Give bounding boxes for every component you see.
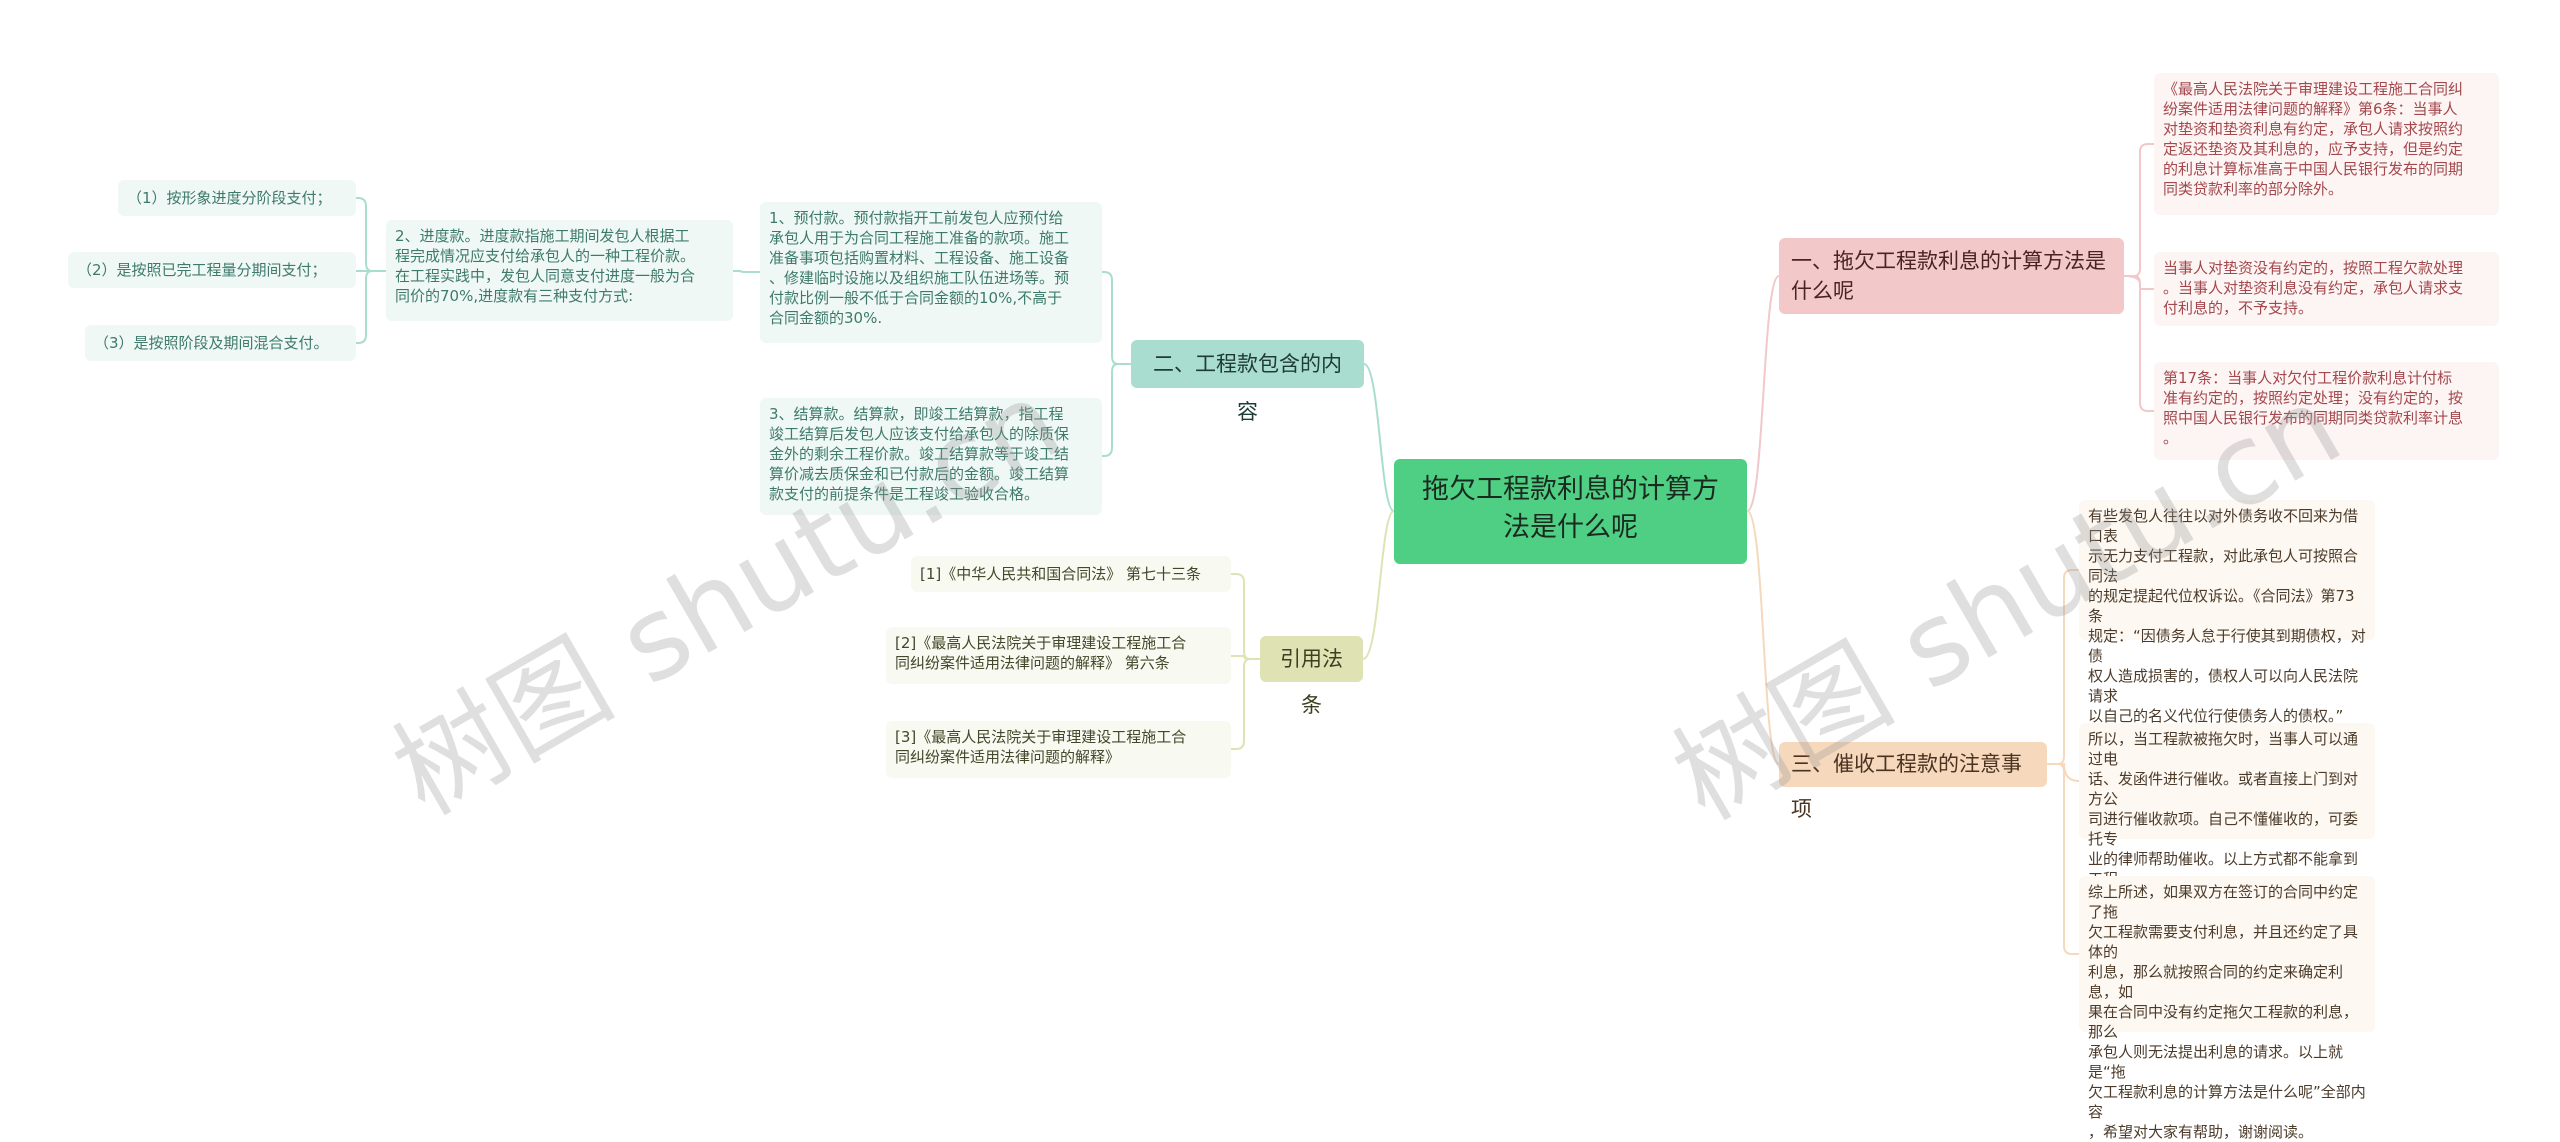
advance-payment-node[interactable]: 1、预付款。预付款指开工前发包人应预付给 承包人用于为合同工程施工准备的款项。施…	[760, 202, 1102, 343]
calc-item-1-text: 《最高人民法院关于审理建设工程施工合同纠 纷案件适用法律问题的解释》第6条：当事…	[2163, 80, 2464, 198]
connector-calc-1	[2124, 143, 2154, 277]
connector-content-advance	[1102, 271, 1131, 365]
law-item-2[interactable]: [2]《最高人民法院关于审理建设工程施工合 同纠纷案件适用法律问题的解释》 第六…	[886, 627, 1231, 684]
calc-item-2[interactable]: 当事人对垫资没有约定的，按照工程欠款处理 。当事人对垫资利息没有约定，承包人请求…	[2154, 252, 2499, 326]
connector-calc-3	[2133, 275, 2154, 412]
connector-law-1	[1231, 573, 1260, 660]
payment-method-2-text: （2）是按照已完工程量分期间支付；	[77, 261, 327, 279]
law-item-2-text: [2]《最高人民法院关于审理建设工程施工合 同纠纷案件适用法律问题的解释》 第六…	[895, 634, 1187, 672]
collect-item-2[interactable]: 所以，当工程款被拖欠时，当事人可以通过电 话、发函件进行催收。或者直接上门到对方…	[2079, 723, 2375, 988]
collect-item-1[interactable]: 有些发包人往往以对外债务收不回来为借口表 示无力支付工程款，对此承包人可按照合同…	[2079, 500, 2375, 725]
settlement-payment-node[interactable]: 3、结算款。结算款，即竣工结算款，指工程 竣工结算后发包人应该支付给承包人的除质…	[760, 398, 1102, 515]
payment-method-1[interactable]: （1）按形象进度分阶段支付；	[118, 180, 356, 216]
connector-collect-2	[2047, 763, 2080, 782]
collect-item-1-text: 有些发包人往往以对外债务收不回来为借口表 示无力支付工程款，对此承包人可按照合同…	[2088, 507, 2366, 725]
branch-calc[interactable]: 一、拖欠工程款利息的计算方法是 什么呢	[1779, 238, 2124, 314]
law-item-1-text: [1]《中华人民共和国合同法》 第七十三条	[920, 565, 1202, 583]
root-node[interactable]: 拖欠工程款利息的计算方 法是什么呢	[1394, 459, 1747, 564]
branch-content-label: 二、工程款包含的内容	[1153, 352, 1342, 424]
connector-root-collect	[1746, 510, 1780, 765]
connector-root-content	[1363, 363, 1395, 512]
connector-collect-1	[2047, 569, 2079, 765]
calc-item-2-text: 当事人对垫资没有约定的，按照工程欠款处理 。当事人对垫资利息没有约定，承包人请求…	[2163, 259, 2464, 317]
payment-method-1-text: （1）按形象进度分阶段支付；	[127, 189, 332, 207]
root-label: 拖欠工程款利息的计算方 法是什么呢	[1422, 474, 1719, 543]
connector-advance-progress	[733, 270, 760, 273]
advance-payment-text: 1、预付款。预付款指开工前发包人应预付给 承包人用于为合同工程施工准备的款项。施…	[769, 209, 1070, 327]
collect-item-3[interactable]: 综上所述，如果双方在签订的合同中约定了拖 欠工程款需要支付利息，并且还约定了具体…	[2079, 876, 2375, 1141]
calc-item-3-text: 第17条：当事人对欠付工程价款利息计付标 准有约定的，按照约定处理；没有约定的，…	[2163, 369, 2464, 447]
collect-item-3-text: 综上所述，如果双方在签订的合同中约定了拖 欠工程款需要支付利息，并且还约定了具体…	[2088, 883, 2366, 1141]
connector-content-settle	[1102, 363, 1119, 457]
settlement-payment-text: 3、结算款。结算款，即竣工结算款，指工程 竣工结算后发包人应该支付给承包人的除质…	[769, 405, 1070, 503]
calc-item-3[interactable]: 第17条：当事人对欠付工程价款利息计付标 准有约定的，按照约定处理；没有约定的，…	[2154, 362, 2499, 460]
branch-collect[interactable]: 三、催收工程款的注意事项	[1779, 742, 2047, 821]
calc-item-1[interactable]: 《最高人民法院关于审理建设工程施工合同纠 纷案件适用法律问题的解释》第6条：当事…	[2154, 73, 2499, 215]
connector-law-3	[1231, 658, 1251, 750]
branch-content[interactable]: 二、工程款包含的内容	[1131, 340, 1364, 424]
payment-method-3[interactable]: （3）是按照阶段及期间混合支付。	[85, 325, 356, 361]
connector-progress-m3	[356, 270, 373, 344]
payment-method-2[interactable]: （2）是按照已完工程量分期间支付；	[68, 252, 356, 288]
connector-collect-3	[2057, 763, 2079, 955]
branch-laws[interactable]: 引用法条	[1260, 636, 1363, 717]
branch-laws-label: 引用法条	[1280, 647, 1343, 717]
branch-collect-label: 三、催收工程款的注意事项	[1791, 752, 2022, 821]
connector-progress-m1	[356, 197, 386, 272]
connector-root-calc	[1746, 275, 1780, 512]
branch-calc-label: 一、拖欠工程款利息的计算方法是 什么呢	[1791, 249, 2106, 303]
progress-payment-text: 2、进度款。进度款指施工期间发包人根据工 程完成情况应支付给承包人的一种工程价款…	[395, 227, 696, 305]
law-item-3-text: [3]《最高人民法院关于审理建设工程施工合 同纠纷案件适用法律问题的解释》	[895, 728, 1187, 766]
connector-root-law	[1362, 510, 1395, 660]
connector-lines	[356, 143, 2154, 955]
payment-method-3-text: （3）是按照阶段及期间混合支付。	[94, 334, 329, 352]
progress-payment-node[interactable]: 2、进度款。进度款指施工期间发包人根据工 程完成情况应支付给承包人的一种工程价款…	[386, 220, 733, 321]
law-item-1[interactable]: [1]《中华人民共和国合同法》 第七十三条	[911, 556, 1231, 592]
law-item-3[interactable]: [3]《最高人民法院关于审理建设工程施工合 同纠纷案件适用法律问题的解释》	[886, 721, 1231, 778]
